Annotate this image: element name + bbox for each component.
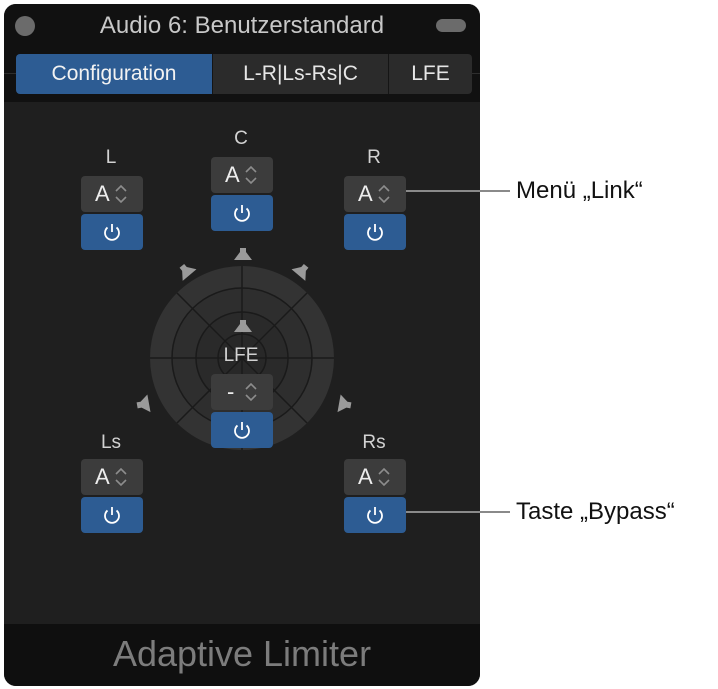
link-value: A [358, 181, 373, 206]
link-menu-lfe[interactable]: - [211, 374, 273, 410]
window-title: Audio 6: Benutzerstandard [99, 12, 385, 39]
link-menu-c[interactable]: A [211, 157, 273, 193]
up-down-chevron-icon [115, 467, 127, 487]
power-icon [234, 422, 250, 439]
power-icon [367, 507, 383, 524]
bypass-button-lfe[interactable] [211, 412, 273, 448]
link-menu-r[interactable]: A [344, 176, 406, 212]
channel-label-l: L [105, 147, 117, 168]
window-toggle-button[interactable] [436, 19, 466, 32]
plugin-name: Adaptive Limiter [112, 633, 372, 674]
speaker-icon-ls [136, 394, 151, 413]
title-bar: Audio 6: Benutzerstandard Configuration … [4, 4, 480, 102]
channel-label-ls: Ls [100, 432, 122, 453]
speaker-icon-r [291, 263, 309, 281]
link-menu-rs[interactable]: A [344, 459, 406, 495]
channel-label-r: R [367, 147, 381, 168]
up-down-chevron-icon [378, 184, 390, 204]
tab-lr-lsrs-c[interactable]: L-R|Ls-Rs|C [213, 54, 389, 94]
callout-bypass-button: Taste „Bypass“ [516, 498, 675, 525]
speaker-icon-l [179, 263, 197, 281]
tab-lfe[interactable]: LFE [389, 54, 472, 94]
bypass-button-l[interactable] [81, 214, 143, 250]
plugin-window: Audio 6: Benutzerstandard Configuration … [4, 4, 480, 686]
channel-label-lfe: LFE [223, 345, 259, 366]
channel-label-rs: Rs [362, 432, 386, 453]
up-down-chevron-icon [245, 382, 257, 402]
speaker-icon-lfe [234, 320, 252, 332]
power-icon [234, 205, 250, 222]
power-icon [104, 224, 120, 241]
callout-line-bypass [406, 511, 510, 513]
link-value: A [225, 162, 240, 187]
close-button[interactable] [15, 16, 35, 36]
callout-link-menu: Menü „Link“ [516, 177, 643, 204]
channel-label-c: C [234, 128, 248, 149]
callout-line-link [406, 190, 510, 192]
power-icon [104, 507, 120, 524]
link-value: A [95, 181, 110, 206]
link-value: A [358, 464, 373, 489]
link-value: - [227, 379, 235, 404]
plugin-footer: Adaptive Limiter [4, 624, 480, 686]
speaker-icon-c [234, 248, 252, 260]
bypass-button-rs[interactable] [344, 497, 406, 533]
up-down-chevron-icon [378, 467, 390, 487]
up-down-chevron-icon [245, 165, 257, 185]
power-icon [367, 224, 383, 241]
tab-bar: Configuration L-R|Ls-Rs|C LFE [16, 54, 472, 94]
bypass-button-c[interactable] [211, 195, 273, 231]
speaker-icon-rs [337, 394, 352, 413]
up-down-chevron-icon [115, 184, 127, 204]
bypass-button-ls[interactable] [81, 497, 143, 533]
link-menu-ls[interactable]: A [81, 459, 143, 495]
link-value: A [95, 464, 110, 489]
tab-configuration[interactable]: Configuration [16, 54, 213, 94]
bypass-button-r[interactable] [344, 214, 406, 250]
link-menu-l[interactable]: A [81, 176, 143, 212]
